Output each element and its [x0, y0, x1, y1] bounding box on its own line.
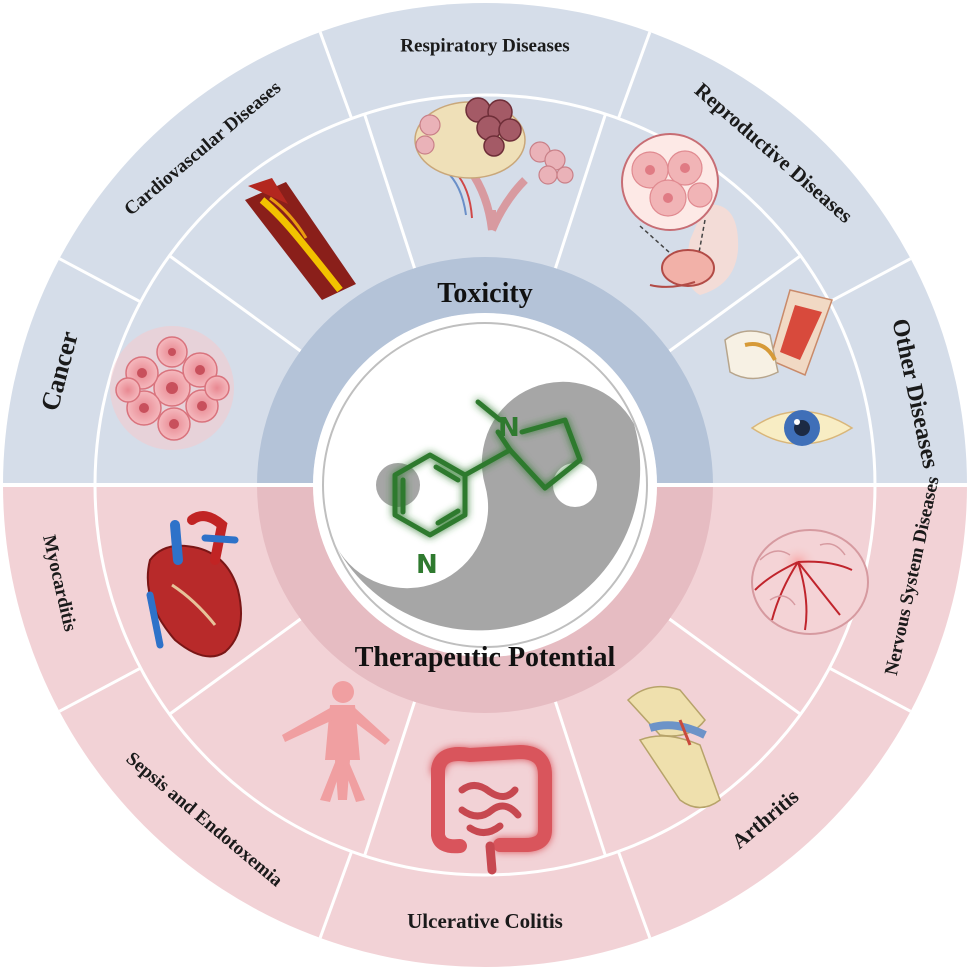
- divider-outer-6: [318, 850, 354, 939]
- tooth-and-eye-icon: [724, 289, 854, 446]
- therapeutic-band: [257, 485, 713, 713]
- therapeutic-title: Therapeutic Potential: [355, 642, 616, 673]
- artery-plaque-icon: [245, 178, 356, 300]
- divider-inner-3: [668, 254, 802, 353]
- divider-inner-1: [363, 113, 416, 269]
- therapeutic-half: [3, 485, 967, 967]
- pyridine-nitrogen: N: [416, 550, 438, 580]
- divider-outer-4: [828, 666, 912, 713]
- toxicity-half: [3, 3, 967, 485]
- divider-inner-2: [554, 113, 607, 269]
- lung-alveoli-icon: [414, 97, 574, 232]
- human-body-icon: [282, 681, 390, 802]
- nicotine-structure-icon: [392, 399, 583, 538]
- yang-dot-right: [553, 463, 597, 507]
- divider-inner-6: [363, 701, 416, 857]
- divider-outer-7: [58, 666, 142, 713]
- divider-outer-5: [616, 850, 652, 939]
- divider-outer-3: [828, 257, 912, 304]
- brain-icon: [751, 529, 869, 635]
- cancer-cells-icon: [110, 326, 234, 450]
- segment-dividers: [58, 31, 912, 939]
- therapeutic-label-2: Ulcerative Colitis: [407, 909, 563, 933]
- pyrrolidine-nitrogen: N: [498, 413, 520, 443]
- embryo-icon: [621, 133, 739, 295]
- divider-inner-0: [168, 254, 302, 353]
- center-yin-yang: [313, 313, 657, 657]
- divider-outer-0: [58, 257, 142, 304]
- divider-inner-4: [668, 617, 802, 716]
- outer-ring: [3, 3, 967, 967]
- knee-joint-icon: [626, 685, 721, 809]
- toxicity-label-2: Respiratory Diseases: [400, 35, 569, 56]
- divider-inner-7: [168, 617, 302, 716]
- intestine-icon: [431, 744, 552, 875]
- yin-dot-left: [376, 463, 420, 507]
- toxicity-band: [257, 257, 713, 485]
- yin-yang-dark-half: [336, 381, 641, 631]
- divider-outer-1: [318, 31, 354, 120]
- divider-outer-2: [616, 31, 652, 120]
- divider-inner-5: [554, 701, 607, 857]
- heart-icon: [146, 511, 242, 658]
- toxicity-title: Toxicity: [437, 278, 532, 309]
